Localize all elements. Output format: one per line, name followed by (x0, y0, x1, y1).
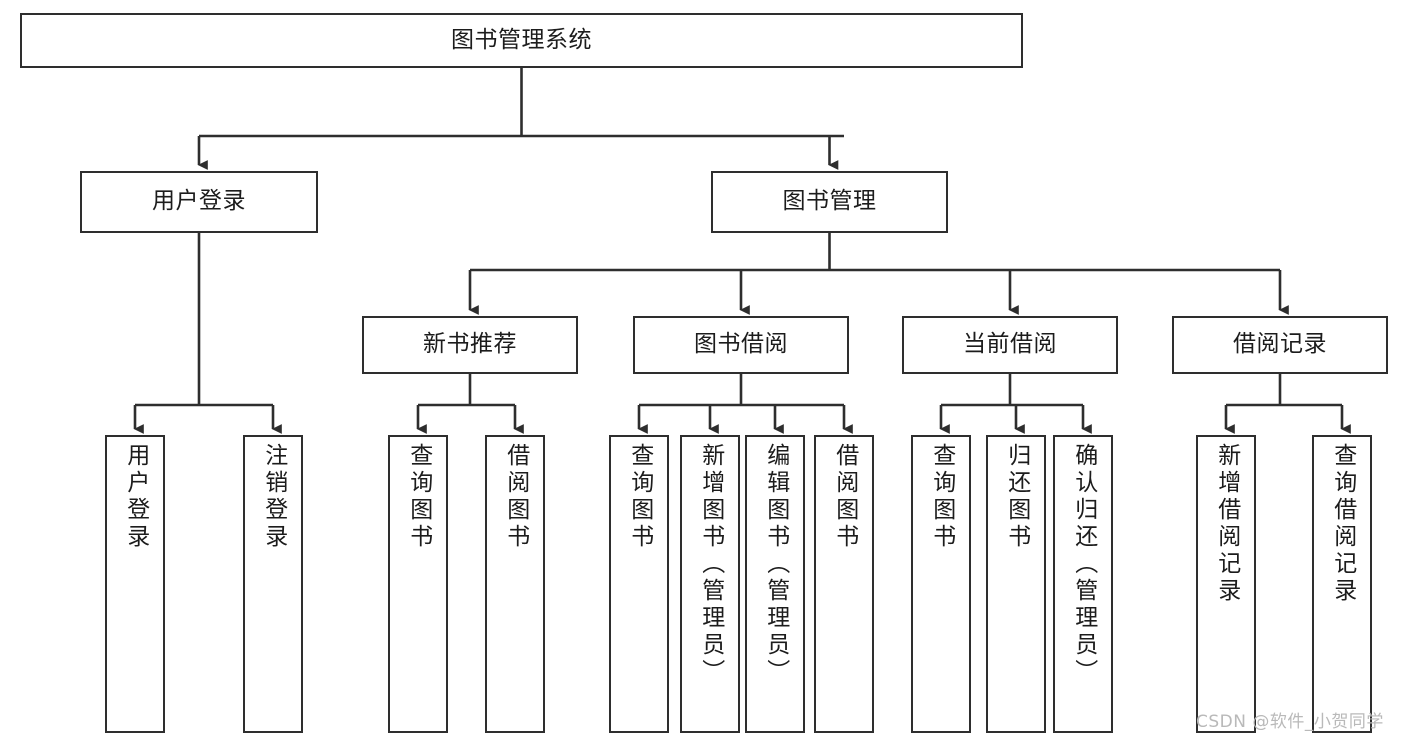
node-leaf-edit-book[interactable]: 编辑图书（管理员） (745, 435, 805, 733)
node-leaf-borrow-book-recommend-label: 借阅图书 (502, 443, 529, 551)
node-borrow-records[interactable]: 借阅记录 (1172, 316, 1388, 374)
node-leaf-confirm-return-label: 确认归还（管理员） (1070, 443, 1097, 686)
node-book-management-label: 图书管理 (782, 188, 877, 215)
node-leaf-confirm-return[interactable]: 确认归还（管理员） (1053, 435, 1113, 733)
node-leaf-edit-book-label: 编辑图书（管理员） (762, 443, 789, 686)
node-leaf-add-borrow-record-label: 新增借阅记录 (1213, 443, 1240, 605)
node-leaf-user-login-label: 用户登录 (122, 443, 149, 551)
node-leaf-query-book-borrow[interactable]: 查询图书 (609, 435, 669, 733)
node-new-book-recommend-label: 新书推荐 (423, 331, 517, 358)
node-leaf-query-borrow-record-label: 查询借阅记录 (1329, 443, 1356, 605)
edge-group-new-book-recommend (416, 374, 524, 434)
node-current-borrow-label: 当前借阅 (963, 331, 1057, 358)
node-leaf-query-book-current[interactable]: 查询图书 (911, 435, 971, 733)
node-leaf-borrow-book-label: 借阅图书 (831, 443, 858, 551)
node-user-login[interactable]: 用户登录 (80, 171, 318, 233)
node-leaf-borrow-book[interactable]: 借阅图书 (814, 435, 874, 733)
node-new-book-recommend[interactable]: 新书推荐 (362, 316, 578, 374)
edge-group-current-borrow (939, 374, 1092, 434)
node-leaf-query-book-recommend[interactable]: 查询图书 (388, 435, 448, 733)
node-book-borrow[interactable]: 图书借阅 (633, 316, 849, 374)
node-book-borrow-label: 图书借阅 (694, 331, 788, 358)
edge-group-book-management (468, 233, 1289, 315)
node-leaf-add-book[interactable]: 新增图书（管理员） (680, 435, 740, 733)
node-current-borrow[interactable]: 当前借阅 (902, 316, 1118, 374)
node-leaf-add-borrow-record[interactable]: 新增借阅记录 (1196, 435, 1256, 733)
node-leaf-user-logout-label: 注销登录 (260, 443, 287, 551)
node-leaf-query-book-recommend-label: 查询图书 (405, 443, 432, 551)
edge-group-root (197, 68, 844, 170)
node-leaf-user-login[interactable]: 用户登录 (105, 435, 165, 733)
node-leaf-query-book-borrow-label: 查询图书 (626, 443, 653, 551)
node-root[interactable]: 图书管理系统 (20, 13, 1023, 68)
node-leaf-query-borrow-record[interactable]: 查询借阅记录 (1312, 435, 1372, 733)
node-borrow-records-label: 借阅记录 (1233, 331, 1327, 358)
node-leaf-return-book[interactable]: 归还图书 (986, 435, 1046, 733)
node-book-management[interactable]: 图书管理 (711, 171, 948, 233)
edge-group-user-login (133, 233, 282, 434)
node-leaf-query-book-current-label: 查询图书 (928, 443, 955, 551)
node-root-label: 图书管理系统 (451, 26, 592, 53)
edge-group-book-borrow (637, 374, 853, 434)
edge-group-borrow-records (1224, 374, 1351, 434)
node-user-login-label: 用户登录 (152, 188, 246, 215)
node-leaf-borrow-book-recommend[interactable]: 借阅图书 (485, 435, 545, 733)
node-leaf-return-book-label: 归还图书 (1003, 443, 1030, 551)
node-leaf-add-book-label: 新增图书（管理员） (697, 443, 724, 686)
node-leaf-user-logout[interactable]: 注销登录 (243, 435, 303, 733)
